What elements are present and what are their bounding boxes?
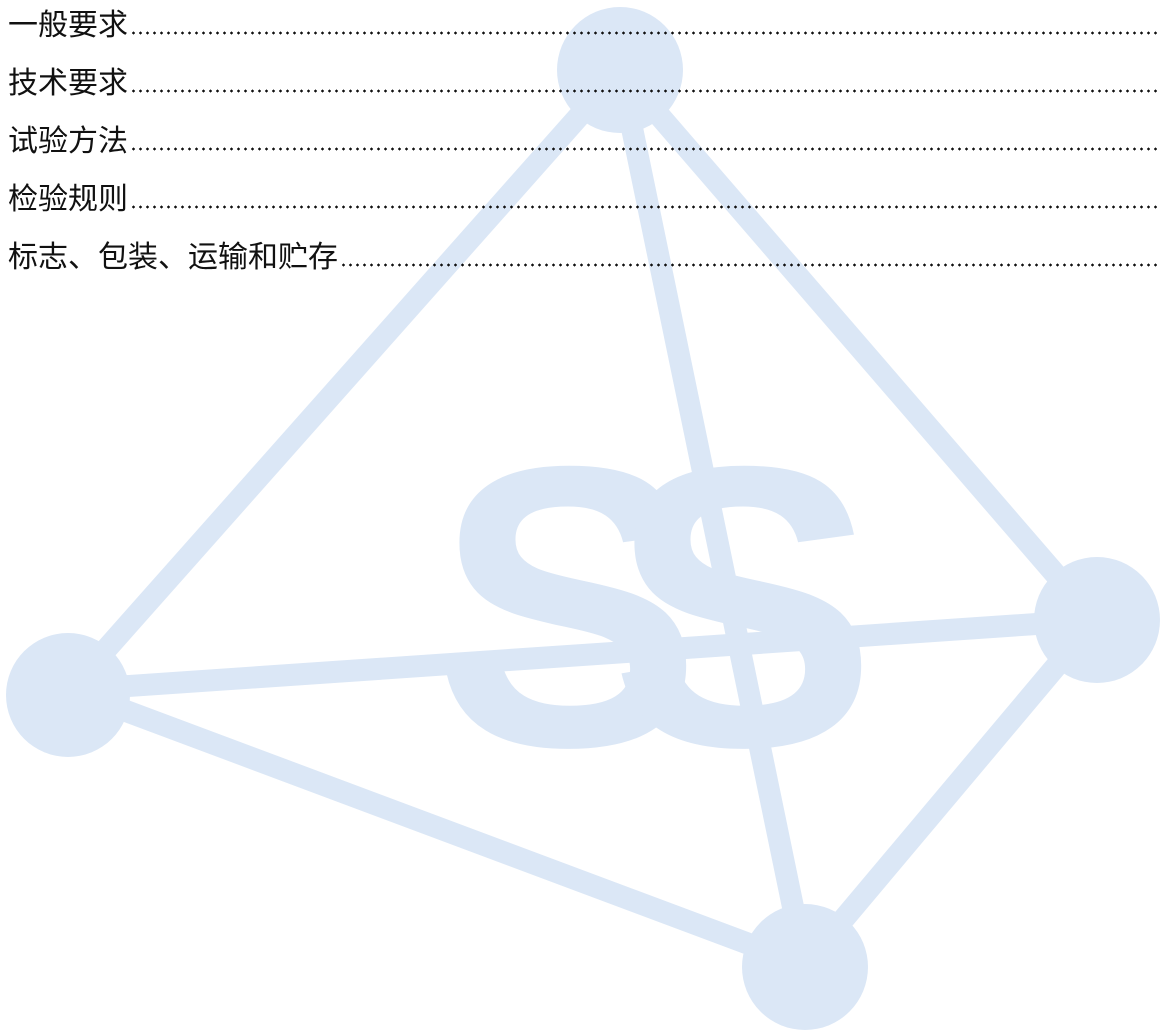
toc-entry-title: 检验规则 xyxy=(8,182,128,217)
watermark-letters: S S xyxy=(435,383,877,830)
toc-entry-technical-requirements[interactable]: 技术要求 xyxy=(8,44,1158,102)
toc-dot-leader xyxy=(130,205,1158,209)
toc-entry-inspection-rules[interactable]: 检验规则 xyxy=(8,160,1158,218)
toc-dot-leader xyxy=(130,31,1158,35)
toc-entry-marking-packaging[interactable]: 标志、包装、运输和贮存 xyxy=(8,218,1158,276)
node-right xyxy=(1034,557,1160,683)
toc-entry-title: 标志、包装、运输和贮存 xyxy=(8,240,338,275)
node-left xyxy=(6,633,130,757)
edge-left-right xyxy=(59,609,1106,701)
toc-entry-title: 一般要求 xyxy=(8,8,128,43)
toc-dot-leader xyxy=(130,147,1158,151)
toc-entry-general-requirements[interactable]: 一般要求 xyxy=(8,0,1158,44)
toc-entry-title: 技术要求 xyxy=(8,66,128,101)
edge-left-bottom xyxy=(59,679,816,976)
table-of-contents: 一般要求 技术要求 试验方法 检验规则 标志、包装、运输和贮存 xyxy=(8,0,1158,276)
node-bottom xyxy=(742,904,868,1030)
toc-dot-leader xyxy=(130,89,1158,93)
toc-dot-leader xyxy=(340,263,1158,267)
toc-entry-title: 试验方法 xyxy=(8,124,128,159)
watermark-letter-s-back: S xyxy=(435,383,702,830)
toc-entry-test-methods[interactable]: 试验方法 xyxy=(8,102,1158,160)
edge-right-bottom xyxy=(794,609,1106,976)
watermark-letter-s-front: S xyxy=(610,383,877,830)
